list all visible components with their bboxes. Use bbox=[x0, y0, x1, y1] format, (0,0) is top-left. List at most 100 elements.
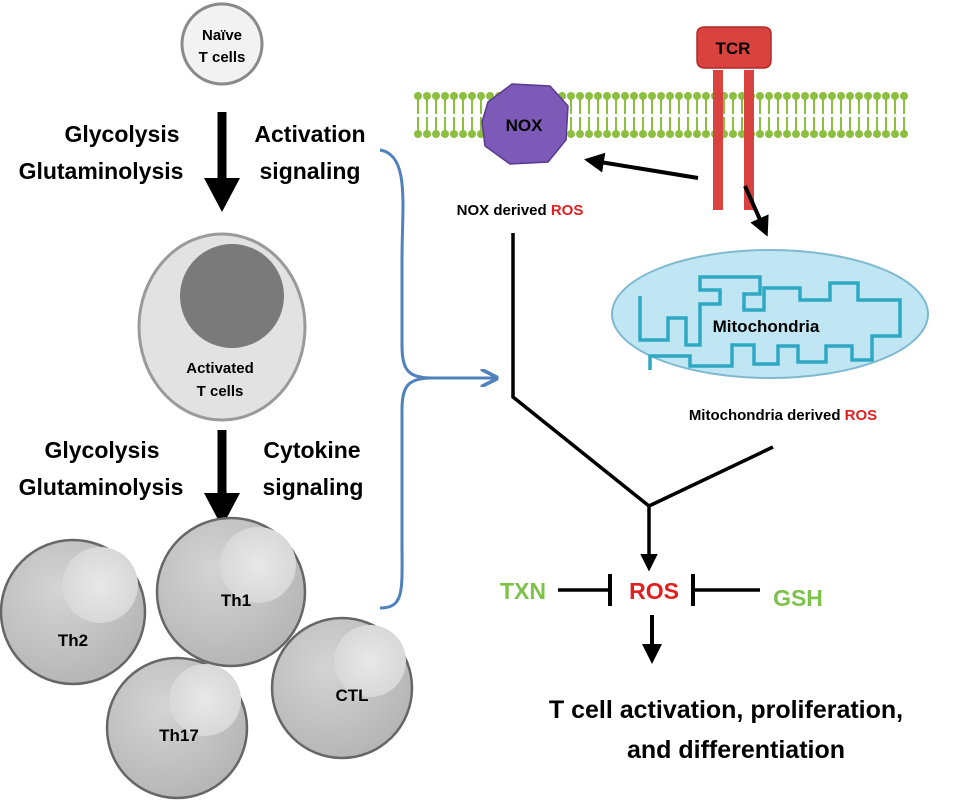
lipid-head bbox=[486, 92, 494, 100]
lipid-head bbox=[891, 130, 899, 138]
lipid-head bbox=[603, 130, 611, 138]
lipid-head bbox=[459, 130, 467, 138]
txn-label: TXN bbox=[500, 578, 546, 604]
lipid-head bbox=[432, 130, 440, 138]
lipid-head bbox=[576, 130, 584, 138]
lipid-head bbox=[414, 92, 422, 100]
lipid-head bbox=[819, 92, 827, 100]
lipid-head bbox=[468, 92, 476, 100]
cytokine-label: Cytokine bbox=[263, 437, 360, 463]
mitochondria-label: Mitochondria bbox=[713, 317, 820, 336]
ctl-cell: CTL bbox=[270, 616, 414, 760]
lipid-head bbox=[702, 92, 710, 100]
lipid-head bbox=[675, 130, 683, 138]
naive-label-line2: T cells bbox=[199, 49, 246, 66]
lipid-head bbox=[603, 92, 611, 100]
lipid-head bbox=[459, 92, 467, 100]
lipid-head bbox=[846, 130, 854, 138]
lipid-head bbox=[621, 130, 629, 138]
lipid-head bbox=[621, 92, 629, 100]
lipid-head bbox=[792, 92, 800, 100]
bottom-glutaminolysis-label: Glutaminolysis bbox=[19, 474, 184, 500]
ros-regulation: TXN ROS GSH bbox=[500, 574, 823, 611]
lipid-head bbox=[828, 130, 836, 138]
bottom-glycolysis-label: Glycolysis bbox=[44, 437, 159, 463]
lipid-head bbox=[846, 92, 854, 100]
lipid-head bbox=[891, 92, 899, 100]
lipid-head bbox=[432, 92, 440, 100]
lipid-head bbox=[585, 130, 593, 138]
lipid-head bbox=[657, 130, 665, 138]
lipid-head bbox=[756, 130, 764, 138]
arrow-activated-to-subsets bbox=[204, 430, 240, 527]
top-glutaminolysis-label: Glutaminolysis bbox=[19, 158, 184, 184]
lipid-head bbox=[792, 130, 800, 138]
lipid-head bbox=[774, 130, 782, 138]
th1-label: Th1 bbox=[221, 591, 251, 610]
lipid-head bbox=[810, 130, 818, 138]
lipid-head bbox=[693, 130, 701, 138]
lipid-head bbox=[567, 92, 575, 100]
lipid-head bbox=[450, 130, 458, 138]
nox-label: NOX bbox=[506, 116, 544, 135]
lipid-head bbox=[423, 92, 431, 100]
activated-label-line1: Activated bbox=[186, 360, 254, 377]
tcr-receptor: TCR bbox=[696, 26, 772, 210]
lipid-head bbox=[639, 92, 647, 100]
ros-convergence-lines bbox=[511, 233, 774, 572]
lipid-head bbox=[576, 92, 584, 100]
arrow-tcr-to-nox bbox=[584, 152, 699, 180]
mitochondria: Mitochondria bbox=[611, 249, 929, 379]
lipid-head bbox=[756, 92, 764, 100]
lipid-head bbox=[657, 92, 665, 100]
lipid-head bbox=[450, 92, 458, 100]
lipid-head bbox=[675, 92, 683, 100]
lipid-head bbox=[612, 130, 620, 138]
top-glycolysis-label: Glycolysis bbox=[64, 121, 179, 147]
lipid-head bbox=[900, 130, 908, 138]
lipid-head bbox=[801, 130, 809, 138]
arrow-naive-to-activated bbox=[204, 112, 240, 212]
activated-t-cell: Activated T cells bbox=[137, 232, 307, 422]
lipid-head bbox=[477, 92, 485, 100]
lipid-head bbox=[729, 92, 737, 100]
th17-label: Th17 bbox=[159, 726, 199, 745]
th17-cell: Th17 bbox=[105, 656, 249, 800]
lipid-head bbox=[639, 130, 647, 138]
lipid-head bbox=[441, 130, 449, 138]
lipid-head bbox=[423, 130, 431, 138]
lipid-head bbox=[693, 92, 701, 100]
lipid-head bbox=[585, 92, 593, 100]
lipid-head bbox=[864, 130, 872, 138]
lipid-head bbox=[837, 130, 845, 138]
lipid-head bbox=[882, 130, 890, 138]
th1-cell: Th1 bbox=[155, 516, 307, 668]
th2-label: Th2 bbox=[58, 631, 88, 650]
lipid-head bbox=[666, 92, 674, 100]
lipid-head bbox=[765, 130, 773, 138]
lipid-head bbox=[630, 92, 638, 100]
lipid-head bbox=[783, 92, 791, 100]
lipid-head bbox=[765, 92, 773, 100]
bracket-connector bbox=[379, 148, 495, 610]
lipid-head bbox=[666, 130, 674, 138]
lipid-head bbox=[567, 130, 575, 138]
lipid-head bbox=[900, 92, 908, 100]
lipid-head bbox=[684, 130, 692, 138]
outcome-line1: T cell activation, proliferation, bbox=[549, 696, 903, 724]
lipid-head bbox=[837, 92, 845, 100]
lipid-head bbox=[801, 92, 809, 100]
mitochondria-derived-ros-label: Mitochondria derived ROS bbox=[689, 407, 877, 424]
lipid-head bbox=[828, 92, 836, 100]
nox-derived-ros-label: NOX derived ROS bbox=[457, 202, 584, 219]
lipid-head bbox=[873, 92, 881, 100]
lipid-head bbox=[468, 130, 476, 138]
lipid-head bbox=[729, 130, 737, 138]
lipid-head bbox=[414, 130, 422, 138]
lipid-head bbox=[783, 130, 791, 138]
lipid-head bbox=[855, 130, 863, 138]
lipid-head bbox=[864, 92, 872, 100]
naive-t-cell: Naïve T cells bbox=[180, 2, 264, 86]
tcr-label: TCR bbox=[716, 39, 751, 58]
